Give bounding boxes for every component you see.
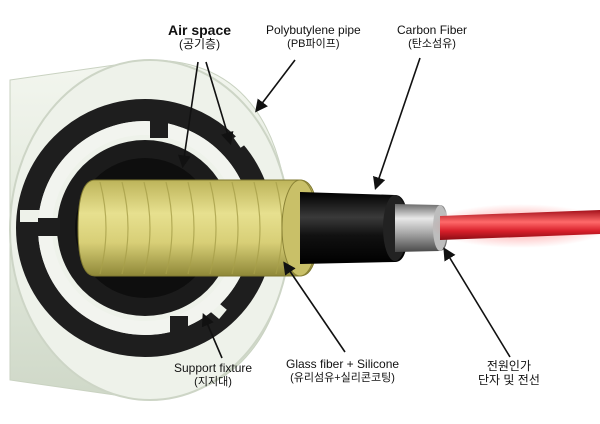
label-terminal-line1: 전원인가 [486, 359, 532, 373]
spoke-bottom [170, 316, 188, 336]
label-support-fixture-ko: (지지대) [194, 375, 232, 388]
label-support-fixture-en: Support fixture [174, 361, 253, 375]
label-support-fixture: Support fixture (지지대) [174, 361, 253, 388]
braid-pattern [99, 181, 283, 275]
carbon-fiber-layer [300, 192, 408, 264]
label-terminal-line2: 단자 및 전선 [478, 372, 540, 387]
label-carbon-fiber-ko: (탄소섬유) [408, 37, 456, 50]
leader-lines [178, 57, 511, 359]
spoke-left [38, 218, 60, 236]
label-pb-pipe: Polybutylene pipe (PB파이프) [266, 23, 361, 50]
label-carbon-fiber: Carbon Fiber (탄소섬유) [397, 23, 468, 50]
label-air-space: Air space (공기층) [168, 22, 231, 52]
leader-pb-pipe [255, 59, 296, 113]
power-wire [440, 210, 600, 240]
label-air-space-ko: (공기층) [178, 37, 221, 52]
leader-air-space-2 [205, 61, 234, 146]
support-gap-right [233, 124, 261, 148]
leader-support-fixture [201, 313, 223, 359]
leader-carbon-fiber [373, 57, 421, 191]
label-pb-pipe-en: Polybutylene pipe [266, 23, 361, 37]
label-carbon-fiber-en: Carbon Fiber [397, 23, 468, 37]
label-air-space-en: Air space [168, 22, 232, 38]
label-glass-fiber: Glass fiber + Silicone (유리섬유+실리콘코팅) [286, 357, 400, 384]
leader-glass-fiber [283, 261, 346, 353]
label-glass-fiber-en: Glass fiber + Silicone [286, 357, 400, 371]
spoke-top [150, 118, 168, 138]
label-pb-pipe-ko: (PB파이프) [287, 37, 340, 50]
leader-terminal [443, 247, 511, 358]
label-glass-fiber-ko: (유리섬유+실리콘코팅) [290, 371, 395, 384]
leader-air-space-1 [178, 61, 199, 169]
label-terminal: 전원인가 단자 및 전선 [478, 359, 540, 388]
